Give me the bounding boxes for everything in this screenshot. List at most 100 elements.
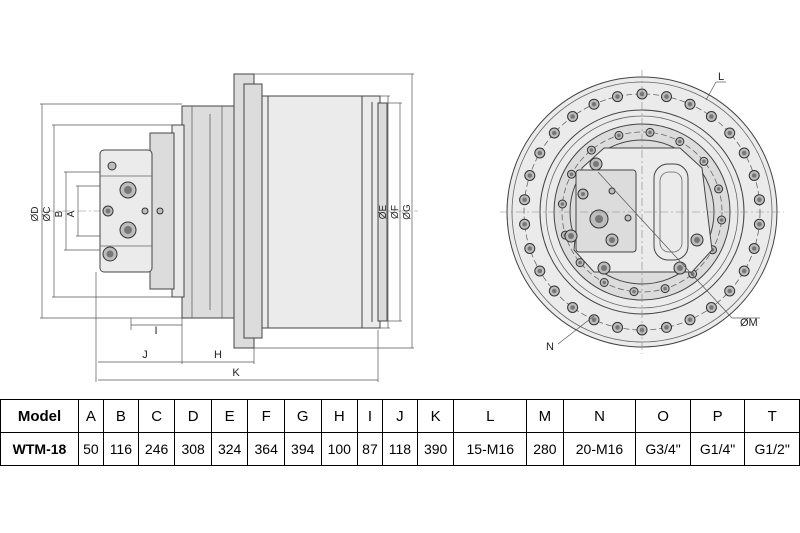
bolt-hole-center bbox=[615, 94, 620, 99]
bolt-hole-center bbox=[537, 268, 543, 274]
label-J: J bbox=[142, 349, 148, 361]
bolt-hole-center bbox=[716, 187, 721, 191]
bolt-hole-center bbox=[570, 114, 575, 119]
value-cell-16: G1/4" bbox=[689, 432, 746, 466]
value-cell-10: 118 bbox=[381, 432, 418, 466]
header-cell-11: K bbox=[416, 399, 455, 433]
bolt-hole-center bbox=[687, 317, 693, 323]
header-cell-15: O bbox=[635, 399, 691, 433]
value-cell-11: 390 bbox=[416, 432, 455, 466]
bolt-hole-center bbox=[615, 325, 620, 330]
value-cell-15: G3/4" bbox=[635, 432, 691, 466]
label-K: K bbox=[232, 367, 240, 379]
label-H: H bbox=[214, 349, 222, 361]
bolt-hole-center bbox=[757, 197, 762, 202]
value-cell-3: 246 bbox=[137, 432, 176, 466]
label-D: ØD bbox=[30, 207, 41, 222]
bolt-hole-center bbox=[690, 272, 695, 276]
header-cell-2: B bbox=[102, 399, 139, 433]
bolt-hole-center bbox=[527, 173, 533, 178]
bolt-hole-center bbox=[591, 317, 597, 323]
side-view: ØD ØC B A ØE ØF ØG I J H K bbox=[30, 73, 418, 382]
bolt-hole-center bbox=[741, 150, 747, 156]
bolt-hole-center bbox=[617, 133, 621, 138]
bolt-hole-center bbox=[552, 288, 557, 294]
bolt-hole-center bbox=[719, 218, 724, 222]
bolt-hole-center bbox=[537, 150, 543, 156]
value-cell-12: 15-M16 bbox=[453, 432, 528, 466]
header-cell-14: N bbox=[562, 399, 637, 433]
bolt-hole-center bbox=[522, 222, 527, 227]
bolt-hole-center bbox=[664, 94, 669, 99]
value-cell-4: 308 bbox=[174, 432, 212, 466]
header-cell-17: T bbox=[744, 399, 800, 433]
bolt-hole-center bbox=[632, 289, 636, 294]
header-cell-13: M bbox=[526, 399, 564, 433]
value-cell-13: 280 bbox=[526, 432, 564, 466]
label-G: ØG bbox=[402, 204, 413, 220]
header-cell-6: F bbox=[247, 399, 285, 433]
bolt-hole-center bbox=[602, 280, 606, 285]
bolt-hole-center bbox=[664, 325, 669, 330]
bolt-hole-center bbox=[578, 260, 582, 265]
label-L: L bbox=[718, 71, 724, 83]
bolt-hole-center bbox=[570, 305, 575, 310]
header-cell-16: P bbox=[689, 399, 746, 433]
bolt-hole-center bbox=[741, 268, 747, 274]
header-cell-7: G bbox=[283, 399, 322, 433]
bolt-hole-center bbox=[522, 197, 527, 202]
value-cell-6: 364 bbox=[247, 432, 285, 466]
header-cell-0: Model bbox=[0, 399, 79, 433]
bolt-hole-center bbox=[709, 114, 714, 119]
label-B: B bbox=[54, 210, 65, 217]
label-N: N bbox=[546, 341, 554, 353]
header-cell-9: I bbox=[357, 399, 383, 433]
header-cell-10: J bbox=[381, 399, 418, 433]
bolt-hole-center bbox=[560, 202, 565, 206]
bolt-hole-center bbox=[648, 130, 652, 135]
label-F: ØF bbox=[390, 205, 401, 219]
label-M: ØM bbox=[740, 317, 758, 329]
value-cell-8: 100 bbox=[320, 432, 359, 466]
bolt-hole-center bbox=[687, 101, 693, 107]
technical-drawing: ØD ØC B A ØE ØF ØG I J H K bbox=[30, 70, 784, 382]
value-cell-7: 394 bbox=[283, 432, 322, 466]
label-C: ØC bbox=[42, 207, 53, 222]
bolt-hole-center bbox=[589, 148, 594, 152]
header-cell-4: D bbox=[174, 399, 212, 433]
bolt-hole-center bbox=[751, 173, 757, 178]
bolt-hole-center bbox=[663, 286, 667, 291]
bolt-hole-center bbox=[709, 305, 714, 310]
value-cell-5: 324 bbox=[210, 432, 249, 466]
header-cell-1: A bbox=[78, 399, 104, 433]
value-cell-9: 87 bbox=[357, 432, 383, 466]
header-cell-3: C bbox=[137, 399, 176, 433]
label-A: A bbox=[66, 210, 77, 217]
outer-bolt-circle bbox=[519, 88, 765, 336]
label-E: ØE bbox=[378, 204, 389, 219]
header-cell-12: L bbox=[453, 399, 528, 433]
bolt-hole-center bbox=[727, 288, 732, 294]
value-cell-1: 50 bbox=[78, 432, 104, 466]
inner-bolt-circle bbox=[557, 127, 727, 297]
value-cell-0: WTM-18 bbox=[0, 432, 79, 466]
bolt-hole-center bbox=[569, 172, 574, 176]
front-view: L ØM N bbox=[500, 70, 784, 354]
value-cell-2: 116 bbox=[102, 432, 139, 466]
bolt-hole-center bbox=[678, 139, 682, 144]
value-cell-14: 20-M16 bbox=[562, 432, 637, 466]
header-cell-8: H bbox=[320, 399, 359, 433]
bolt-hole-center bbox=[751, 246, 757, 251]
bolt-hole-center bbox=[552, 130, 557, 136]
label-I: I bbox=[154, 325, 157, 337]
value-cell-17: G1/2" bbox=[744, 432, 800, 466]
bolt-hole-center bbox=[757, 222, 762, 227]
bolt-hole-center bbox=[702, 159, 706, 164]
bolt-hole-center bbox=[527, 246, 533, 251]
header-cell-5: E bbox=[210, 399, 249, 433]
bolt-hole-center bbox=[591, 101, 597, 107]
bolt-hole-center bbox=[727, 130, 732, 136]
